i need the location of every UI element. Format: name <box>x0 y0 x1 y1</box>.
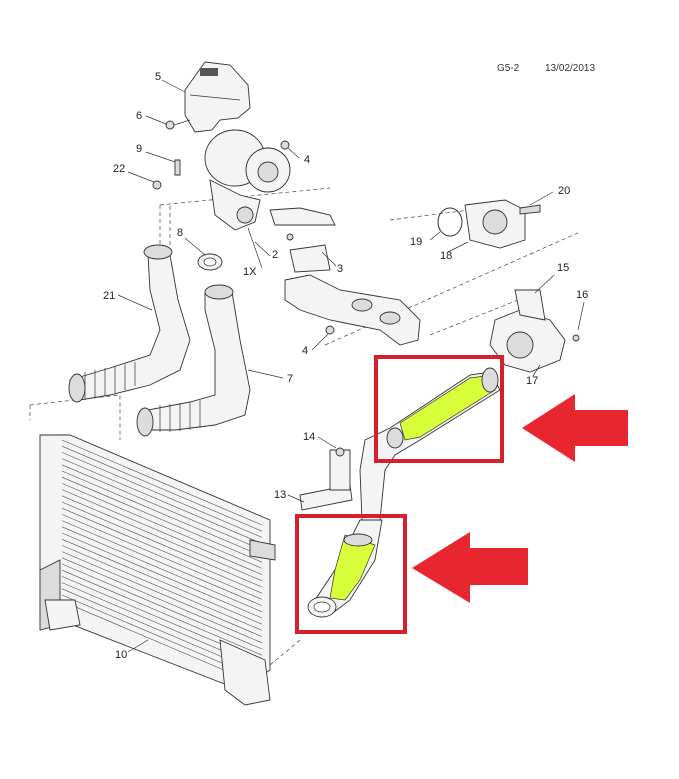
label-14: 14 <box>303 431 315 443</box>
intercooler-fin <box>61 476 263 563</box>
intercooler-fin <box>61 439 263 526</box>
intercooler-fin <box>61 557 263 644</box>
gasket-8 <box>197 253 223 271</box>
label-1x: 1X <box>243 266 257 278</box>
highlight-box-upper <box>374 355 504 463</box>
highlighted-hose-upper <box>359 367 501 521</box>
intercooler-fin <box>61 532 263 619</box>
intercooler-fin <box>61 483 263 569</box>
label-4-upper: 4 <box>304 154 310 166</box>
highlighted-hose-lower <box>307 519 383 618</box>
label-9: 9 <box>136 143 142 155</box>
label-22: 22 <box>113 163 125 175</box>
intercooler-fin <box>61 526 263 613</box>
label-6: 6 <box>136 110 142 122</box>
label-15: 15 <box>557 262 569 274</box>
bracket-13 <box>299 447 353 511</box>
intercooler <box>39 434 276 706</box>
intercooler-fin <box>61 569 263 656</box>
label-5: 5 <box>155 71 161 83</box>
intercooler-fin <box>61 545 263 631</box>
label-20: 20 <box>558 185 570 197</box>
diagram-code: G5-2 <box>497 63 520 74</box>
intercooler-fin <box>61 458 263 544</box>
intercooler-fin <box>61 470 263 557</box>
label-10: 10 <box>115 649 127 661</box>
intercooler-fin <box>61 563 263 650</box>
charge-pipe-7 <box>136 284 251 437</box>
arrow-lower <box>412 532 528 603</box>
intercooler-fin <box>61 551 263 637</box>
label-8: 8 <box>177 227 183 239</box>
label-4-lower: 4 <box>302 345 308 357</box>
intercooler-fin <box>61 507 263 594</box>
intake-adapter <box>489 289 580 373</box>
label-2: 2 <box>272 249 278 261</box>
label-16: 16 <box>576 289 588 301</box>
diagram-date: 13/02/2013 <box>545 63 596 74</box>
label-18: 18 <box>440 250 452 262</box>
intercooler-fin <box>61 514 263 600</box>
label-21: 21 <box>103 290 115 302</box>
heat-shield <box>184 61 251 133</box>
label-19: 19 <box>410 236 422 248</box>
intercooler-fin <box>61 452 263 538</box>
intercooler-fin <box>61 501 263 588</box>
intercooler-fin <box>61 464 263 551</box>
intercooler-fin <box>61 445 263 532</box>
intercooler-fin <box>61 538 263 625</box>
hose-highlight-upper <box>399 375 496 441</box>
label-7: 7 <box>287 373 293 385</box>
arrow-upper <box>522 394 628 462</box>
throttle-body <box>437 199 541 249</box>
leader-lines <box>117 79 585 653</box>
exhaust-manifold <box>284 244 421 346</box>
intercooler-fin <box>61 495 263 582</box>
intercooler-fin <box>61 520 263 606</box>
intercooler-fin <box>61 489 263 575</box>
charge-pipe-21 <box>68 244 191 403</box>
highlight-box-lower <box>295 514 407 634</box>
part-labels: 5 6 9 22 4 8 2 1X 3 21 4 7 19 18 20 15 1… <box>103 71 588 661</box>
bolts <box>152 140 335 335</box>
label-13: 13 <box>274 489 286 501</box>
label-17: 17 <box>526 375 538 387</box>
hose-highlight-lower <box>329 534 376 601</box>
label-3: 3 <box>337 263 343 275</box>
screw-6 <box>165 119 191 130</box>
turbocharger <box>204 129 336 231</box>
